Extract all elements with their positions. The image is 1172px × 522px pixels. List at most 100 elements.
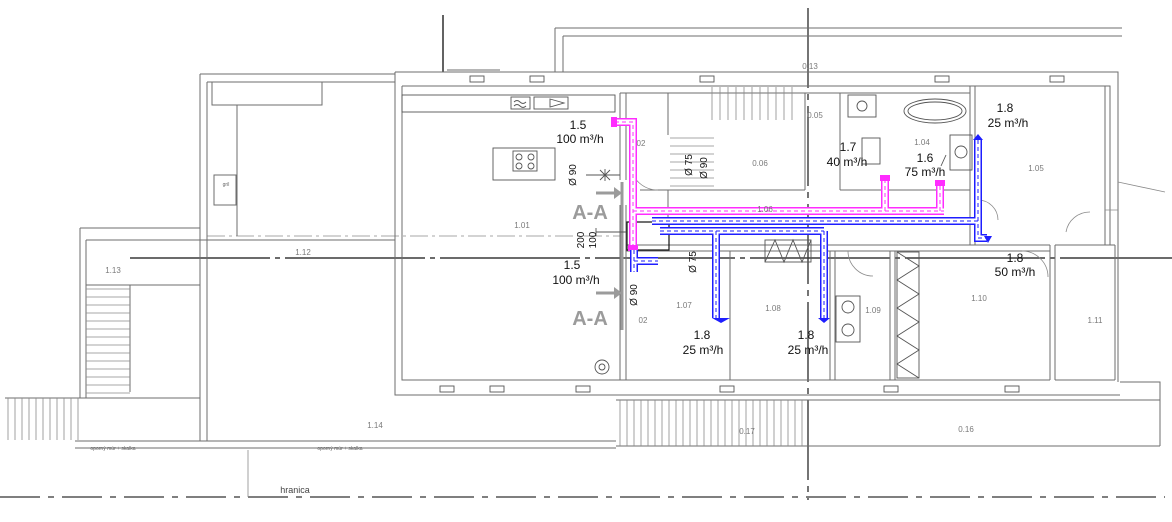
washbasin-bowl-icon [856, 100, 868, 112]
outlet-code: 1.8 [1007, 251, 1024, 265]
washbasin-icon [847, 94, 877, 118]
closet-hatch [896, 251, 920, 379]
outlet-flow: 75 m³/h [905, 165, 946, 179]
duct-size-label: Ø 90 [699, 157, 710, 179]
outlet-flow: 50 m³/h [995, 265, 1036, 279]
room-number-label: 1.14 [367, 421, 383, 430]
door-swing-arcs [629, 164, 1091, 278]
outlet-flow: 25 m³/h [683, 343, 724, 357]
shelf-1-07 [764, 238, 812, 264]
leader-line [940, 154, 947, 167]
window-mark [439, 385, 455, 393]
exhaust-terminal [818, 318, 830, 323]
window-mark [699, 75, 715, 83]
window-mark [1049, 75, 1065, 83]
room-number-label: 02 [637, 139, 646, 148]
walls [5, 15, 1166, 449]
bathtub-inner-icon [907, 101, 963, 121]
section-arrow-icon [614, 287, 622, 299]
boiler-icon [835, 295, 861, 343]
room-number-label: 0.05 [807, 111, 823, 120]
exterior-steps-0-17 [619, 400, 803, 446]
window-mark [489, 385, 505, 393]
kitchen-island [492, 147, 556, 181]
supply-duct-centerline [615, 121, 944, 248]
ventilation-unit [626, 221, 670, 251]
room-number-label: 1.10 [971, 294, 987, 303]
burner-icon [527, 162, 535, 170]
interior-partitions [619, 86, 1115, 380]
sink-bowl-icon [954, 145, 968, 159]
retaining-wall-note: oporný múr + skalka [90, 446, 135, 452]
outlet-flow: 100 m³/h [552, 273, 599, 287]
outlet-flow: 100 m³/h [556, 132, 603, 146]
outlet-code: 1.7 [840, 140, 857, 154]
left-fence [7, 398, 79, 440]
room-number-label: 0.17 [739, 427, 755, 436]
duct-size-label: 200 [576, 231, 587, 248]
boiler-burner-icon [841, 300, 855, 314]
retaining-wall-note: oporný múr + skalka [317, 446, 362, 452]
room-number-label: 1.12 [295, 248, 311, 257]
stair-0-05 [711, 87, 793, 120]
room-number-label: 1.01 [514, 221, 530, 230]
outlet-code: 1.8 [694, 328, 711, 342]
outlet-flow: 25 m³/h [788, 343, 829, 357]
outlet-code: 1.8 [997, 101, 1014, 115]
room-number-label: 1.07 [676, 301, 692, 310]
room-number-label: 0.16 [958, 425, 974, 434]
window-mark [469, 75, 485, 83]
terrace-outlines [75, 381, 1161, 449]
sink-cabinet-icon [949, 134, 973, 171]
duct-size-label: Ø 75 [688, 251, 699, 273]
boiler-burner-icon [841, 323, 855, 337]
cooktop-icon [512, 150, 538, 172]
bathtub-icon [903, 98, 967, 124]
axis-lines [0, 8, 1172, 500]
window-mark [1004, 385, 1020, 393]
shelf-outline [764, 239, 812, 263]
supply-terminal [628, 245, 638, 251]
exhaust-terminal [973, 134, 983, 140]
room-number-label: 1.05 [1028, 164, 1044, 173]
toilet-icon [861, 137, 881, 165]
dishwasher-icon [533, 96, 569, 110]
duct-size-label: Ø 75 [684, 154, 695, 176]
room-number-label: 1.08 [765, 304, 781, 313]
window-mark [934, 75, 950, 83]
exhaust-terminal [712, 318, 730, 323]
grill-label: gril [223, 182, 230, 188]
room-number-label: 02 [639, 316, 648, 325]
outlet-code: 1.5 [564, 258, 581, 272]
room-number-label: 0.06 [752, 159, 768, 168]
window-mark [883, 385, 899, 393]
window-mark [529, 75, 545, 83]
exterior-stair-1-13 [86, 288, 130, 394]
shelf-hatch [764, 238, 812, 264]
room-number-label: 0.13 [802, 62, 818, 71]
dimension-lines [586, 154, 947, 236]
dimension-line-with-valve-icon [586, 169, 620, 181]
room-number-label: 1.04 [914, 138, 930, 147]
duct-size-label: Ø 90 [568, 164, 579, 186]
duct-size-label: 100 [588, 231, 599, 248]
exhaust-terminal [984, 236, 992, 243]
closet-outline [896, 251, 920, 379]
left-wing-walls [199, 73, 395, 441]
room-number-label: 1.06 [757, 205, 773, 214]
water-waves-icon [513, 100, 527, 108]
exterior-edge-lines [1105, 181, 1166, 211]
outlet-flow: 25 m³/h [988, 116, 1029, 130]
stair-0-06 [670, 137, 714, 187]
room-number-label: 1.11 [1088, 316, 1104, 325]
kitchen-counter [401, 94, 616, 113]
supply-terminal [935, 180, 945, 186]
window-mark [575, 385, 591, 393]
duct-size-label: Ø 90 [629, 284, 640, 306]
burner-icon [527, 153, 535, 161]
outlet-code: 1.5 [570, 118, 587, 132]
supply-duct-network [611, 117, 945, 251]
kitchen-sink-icon [510, 96, 531, 110]
